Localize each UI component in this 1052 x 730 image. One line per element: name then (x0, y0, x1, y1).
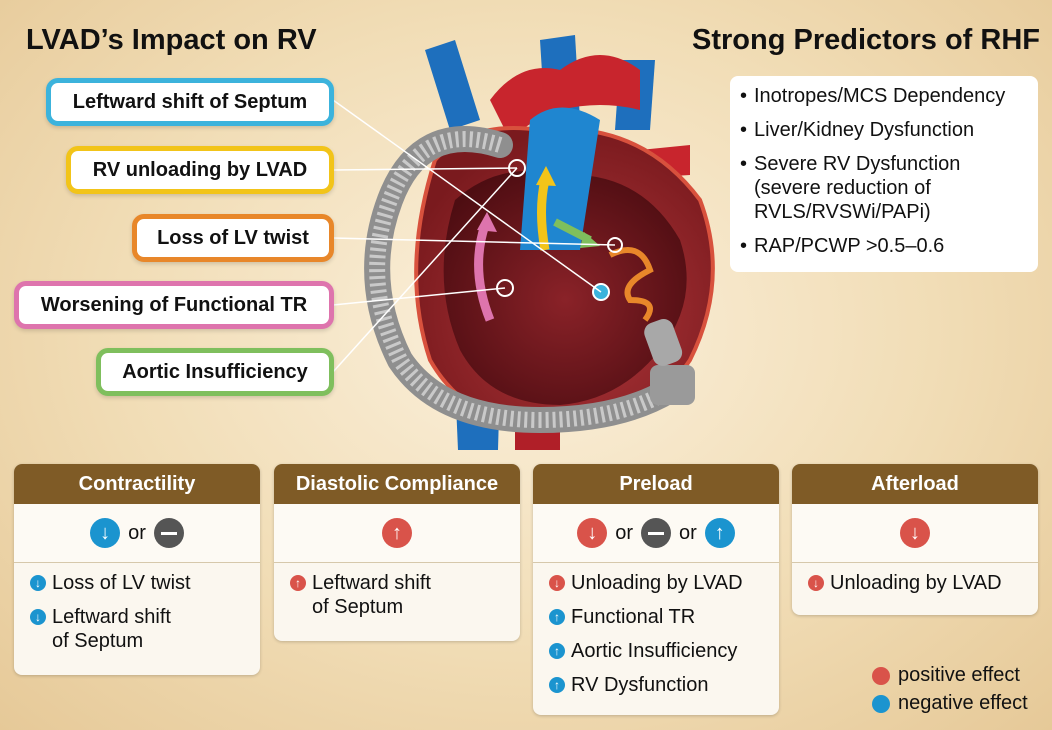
label-rv-unloading: RV unloading by LVAD (66, 146, 334, 194)
item-text: Loss of LV twist (52, 572, 191, 594)
predictor-subtext: RVLS/RVSWi/PAPi) (754, 201, 931, 223)
legend-negative: negative effect (872, 692, 1028, 715)
arrow-up-icon: ↑ (549, 643, 565, 659)
arrow-up-icon: ↑ (704, 518, 735, 548)
panel-effect-summary: ↓ or or ↑ (533, 504, 779, 563)
arrow-down-icon: ↓ (90, 518, 121, 548)
item-text: Unloading by LVAD (830, 572, 1002, 594)
predictor-text: Liver/Kidney Dysfunction (754, 119, 975, 141)
arrow-down-icon: ↓ (30, 609, 46, 625)
predictor-text: RAP/PCWP >0.5–0.6 (754, 235, 945, 257)
panel-title: Diastolic Compliance (274, 464, 520, 504)
or-text: or (128, 521, 146, 544)
panel-effect-summary: ↓ (792, 504, 1038, 563)
item-text: Leftward shift (52, 606, 171, 628)
predictor-subtext: (severe reduction of (754, 177, 931, 199)
arrow-up-icon: ↑ (549, 677, 565, 693)
legend-positive: positive effect (872, 664, 1020, 687)
panel-afterload: Afterload ↓ ↓ Unloading by LVAD (792, 464, 1038, 615)
legend-text: negative effect (898, 692, 1028, 714)
item-text: Unloading by LVAD (571, 572, 743, 594)
arrow-down-icon: ↓ (900, 518, 930, 548)
label-text: RV unloading by LVAD (92, 158, 308, 181)
predictors-box: Inotropes/MCS Dependency Liver/Kidney Dy… (730, 76, 1038, 272)
panel-effect-summary: ↓ or (14, 504, 260, 563)
item-text: RV Dysfunction (571, 674, 709, 696)
item-text: of Septum (312, 596, 404, 618)
positive-dot-icon (872, 666, 890, 685)
panel-contractility: Contractility ↓ or ↓ Loss of LV twist ↓ Le… (14, 464, 260, 675)
list-item: ↓ Loss of LV twist (30, 571, 246, 595)
panel-title: Afterload (792, 464, 1038, 504)
item-text: Aortic Insufficiency (571, 640, 738, 662)
minus-icon (641, 518, 671, 548)
panel-title: Preload (533, 464, 779, 504)
panel-title: Contractility (14, 464, 260, 504)
negative-dot-icon (872, 694, 890, 713)
title-lvad-impact: LVAD’s Impact on RV (26, 24, 317, 56)
arrow-down-icon: ↓ (808, 575, 824, 591)
or-text: or (679, 521, 697, 544)
label-loss-lv-twist: Loss of LV twist (132, 214, 334, 262)
label-leftward-shift-septum: Leftward shift of Septum (46, 78, 334, 126)
panel-effect-summary: ↑ (274, 504, 520, 563)
label-functional-tr: Worsening of Functional TR (14, 281, 334, 329)
or-text: or (615, 521, 633, 544)
legend-text: positive effect (898, 664, 1020, 686)
list-item: ↑ Functional TR (549, 605, 765, 629)
panel-preload: Preload ↓ or or ↑ ↓ Unloading by LVAD ↑ Fu… (533, 464, 779, 715)
minus-icon (153, 518, 184, 548)
predictor-text: Severe RV Dysfunction (754, 153, 961, 175)
item-text: of Septum (52, 630, 144, 652)
label-text: Worsening of Functional TR (40, 293, 308, 316)
item-text: Functional TR (571, 606, 696, 628)
predictor-item: Liver/Kidney Dysfunction (740, 118, 1028, 142)
predictor-item: Severe RV Dysfunction (severe reduction … (740, 152, 1028, 224)
arrow-up-icon: ↑ (290, 575, 306, 591)
list-item: ↓ Unloading by LVAD (549, 571, 765, 595)
item-text: Leftward shift (312, 572, 431, 594)
arrow-down-icon: ↓ (577, 518, 608, 548)
arrow-down-icon: ↓ (549, 575, 565, 591)
arrow-up-icon: ↑ (549, 609, 565, 625)
label-aortic-insufficiency: Aortic Insufficiency (96, 348, 334, 396)
list-item: ↑ RV Dysfunction (549, 673, 765, 697)
list-item: ↓ Unloading by LVAD (808, 571, 1024, 595)
predictor-text: Inotropes/MCS Dependency (754, 85, 1006, 107)
predictor-item: Inotropes/MCS Dependency (740, 84, 1028, 108)
title-rhf-predictors: Strong Predictors of RHF (691, 24, 1040, 56)
label-text: Leftward shift of Septum (72, 90, 308, 113)
arrow-up-icon: ↑ (382, 518, 412, 548)
list-item: ↑ Aortic Insufficiency (549, 639, 765, 663)
predictor-item: RAP/PCWP >0.5–0.6 (740, 234, 1028, 258)
label-text: Loss of LV twist (157, 226, 309, 249)
heart-illustration (364, 35, 715, 450)
arrow-down-icon: ↓ (30, 575, 46, 591)
label-text: Aortic Insufficiency (122, 360, 308, 383)
